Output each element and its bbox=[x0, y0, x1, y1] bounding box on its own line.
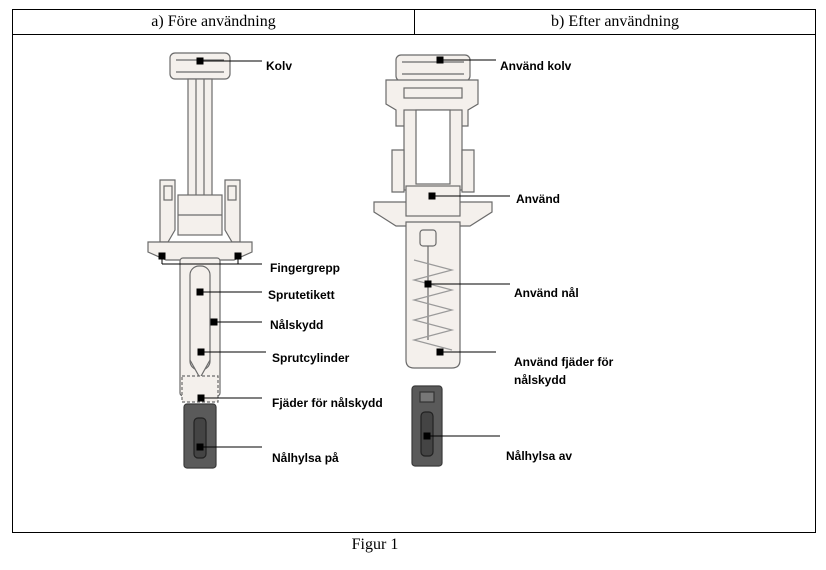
header-after: b) Efter användning bbox=[551, 13, 679, 30]
label-nalhylsa-pa: Nålhylsa på bbox=[272, 451, 339, 465]
callouts-after bbox=[423, 56, 510, 440]
label-fjader: Fjäder för nålskydd bbox=[272, 396, 383, 410]
label-sprutcylinder: Sprutcylinder bbox=[272, 351, 350, 365]
syringe-after bbox=[373, 54, 493, 467]
header-before: a) Före användning bbox=[13, 10, 415, 34]
label-sprutetikett: Sprutetikett bbox=[268, 288, 335, 302]
plunger-head-after bbox=[395, 54, 471, 82]
label-anvand-fjader-line2: nålskydd bbox=[514, 373, 566, 387]
label-anvand: Använd bbox=[516, 192, 560, 206]
figure-caption: Figur 1 bbox=[351, 536, 399, 553]
label-anvand-kolv: Använd kolv bbox=[500, 59, 572, 73]
plunger-rod-before bbox=[187, 78, 213, 200]
label-fingergrepp: Fingergrepp bbox=[270, 261, 340, 275]
finger-grip-before bbox=[147, 241, 253, 261]
label-anvand-nal: Använd nål bbox=[514, 286, 579, 300]
label-anvand-fjader-line1: Använd fjäder för bbox=[514, 355, 614, 369]
figure-frame: a) Före användning b) Efter användning bbox=[12, 9, 816, 533]
syringe-before bbox=[147, 52, 253, 469]
callouts-before bbox=[158, 57, 266, 451]
label-nalskydd: Nålskydd bbox=[270, 318, 323, 332]
label-kolv: Kolv bbox=[266, 59, 292, 73]
header-row: a) Före användning b) Efter användning bbox=[13, 10, 815, 35]
plunger-head-before bbox=[169, 52, 231, 80]
label-nalhylsa-av: Nålhylsa av bbox=[506, 449, 572, 463]
